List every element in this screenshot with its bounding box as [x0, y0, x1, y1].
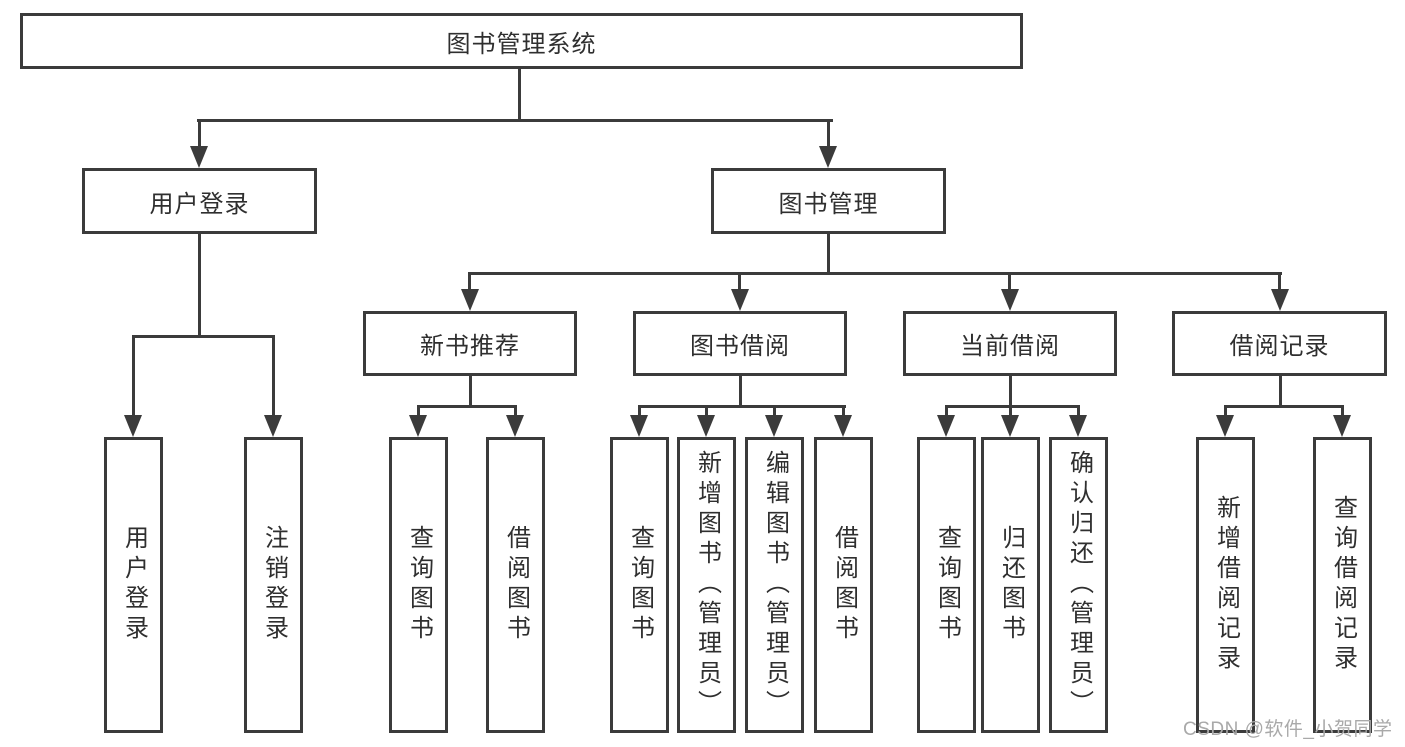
arrow-down-icon — [1271, 289, 1289, 311]
connector-line — [1009, 376, 1012, 407]
node-library-system: 图书管理系统 — [20, 13, 1023, 69]
leaf-query-books-recommend: 查询图书 — [389, 437, 448, 733]
arrow-down-icon — [1333, 415, 1351, 437]
connector-line — [468, 272, 471, 290]
leaf-label: 归还图书 — [997, 525, 1025, 645]
connector-line — [417, 405, 517, 408]
leaf-label: 借阅图书 — [502, 525, 530, 645]
connector-line — [468, 272, 1282, 275]
connector-line — [705, 405, 708, 416]
leaf-logout: 注销登录 — [244, 437, 303, 733]
leaf-return-books: 归还图书 — [981, 437, 1040, 733]
connector-line — [132, 335, 135, 415]
connector-line — [1341, 405, 1344, 416]
connector-line — [739, 376, 742, 407]
leaf-label: 注销登录 — [260, 525, 288, 645]
connector-line — [514, 405, 517, 416]
watermark-text: CSDN @软件_小贺同学 — [1183, 719, 1393, 740]
leaf-add-borrow-record: 新增借阅记录 — [1196, 437, 1255, 733]
connector-line — [272, 335, 275, 415]
arrow-down-icon — [819, 146, 837, 168]
arrow-down-icon — [1001, 289, 1019, 311]
node-current-borrowing: 当前借阅 — [903, 311, 1117, 376]
leaf-label: 查询图书 — [933, 525, 961, 645]
connector-line — [1224, 405, 1227, 416]
arrow-down-icon — [506, 415, 524, 437]
node-book-borrowing: 图书借阅 — [633, 311, 847, 376]
leaf-label: 新增图书（管理员） — [693, 450, 721, 720]
leaf-borrow-books-recommend: 借阅图书 — [486, 437, 545, 733]
arrow-down-icon — [697, 415, 715, 437]
leaf-user-login: 用户登录 — [104, 437, 163, 733]
leaf-label: 查询图书 — [405, 525, 433, 645]
connector-line — [518, 69, 521, 121]
connector-line — [469, 376, 472, 407]
arrow-down-icon — [765, 415, 783, 437]
leaf-label: 用户登录 — [120, 525, 148, 645]
leaf-label: 编辑图书（管理员） — [761, 450, 789, 720]
connector-line — [1278, 272, 1281, 290]
connector-line — [1009, 405, 1012, 416]
arrow-down-icon — [731, 289, 749, 311]
leaf-confirm-return-admin: 确认归还（管理员） — [1049, 437, 1108, 733]
arrow-down-icon — [409, 415, 427, 437]
connector-line — [945, 405, 1080, 408]
arrow-down-icon — [264, 415, 282, 437]
node-user-login: 用户登录 — [82, 168, 317, 234]
node-borrowing-records: 借阅记录 — [1172, 311, 1387, 376]
connector-line — [1008, 272, 1011, 290]
leaf-query-books-borrowing: 查询图书 — [610, 437, 669, 733]
leaf-add-books-admin: 新增图书（管理员） — [677, 437, 736, 733]
connector-line — [773, 405, 776, 416]
leaf-label: 查询借阅记录 — [1329, 495, 1357, 675]
arrow-down-icon — [461, 289, 479, 311]
connector-line — [827, 119, 830, 147]
leaf-label: 借阅图书 — [830, 525, 858, 645]
connector-line — [738, 272, 741, 290]
leaf-query-books-current: 查询图书 — [917, 437, 976, 733]
arrow-down-icon — [834, 415, 852, 437]
leaf-label: 新增借阅记录 — [1212, 495, 1240, 675]
connector-line — [638, 405, 846, 408]
leaf-borrow-books-borrowing: 借阅图书 — [814, 437, 873, 733]
arrow-down-icon — [1216, 415, 1234, 437]
arrow-down-icon — [1069, 415, 1087, 437]
arrow-down-icon — [937, 415, 955, 437]
connector-line — [197, 119, 833, 122]
connector-line — [198, 234, 201, 337]
arrow-down-icon — [630, 415, 648, 437]
leaf-label: 确认归还（管理员） — [1065, 450, 1093, 720]
connector-line — [842, 405, 845, 416]
connector-line — [1224, 405, 1344, 408]
node-book-management: 图书管理 — [711, 168, 946, 234]
connector-line — [638, 405, 641, 416]
leaf-query-borrow-record: 查询借阅记录 — [1313, 437, 1372, 733]
arrow-down-icon — [1001, 415, 1019, 437]
node-new-book-recommendation: 新书推荐 — [363, 311, 577, 376]
connector-line — [945, 405, 948, 416]
connector-line — [1077, 405, 1080, 416]
connector-line — [417, 405, 420, 416]
leaf-edit-books-admin: 编辑图书（管理员） — [745, 437, 804, 733]
connector-line — [198, 119, 201, 147]
leaf-label: 查询图书 — [626, 525, 654, 645]
arrow-down-icon — [190, 146, 208, 168]
connector-line — [1279, 376, 1282, 407]
connector-line — [827, 234, 830, 274]
connector-line — [132, 335, 275, 338]
arrow-down-icon — [124, 415, 142, 437]
